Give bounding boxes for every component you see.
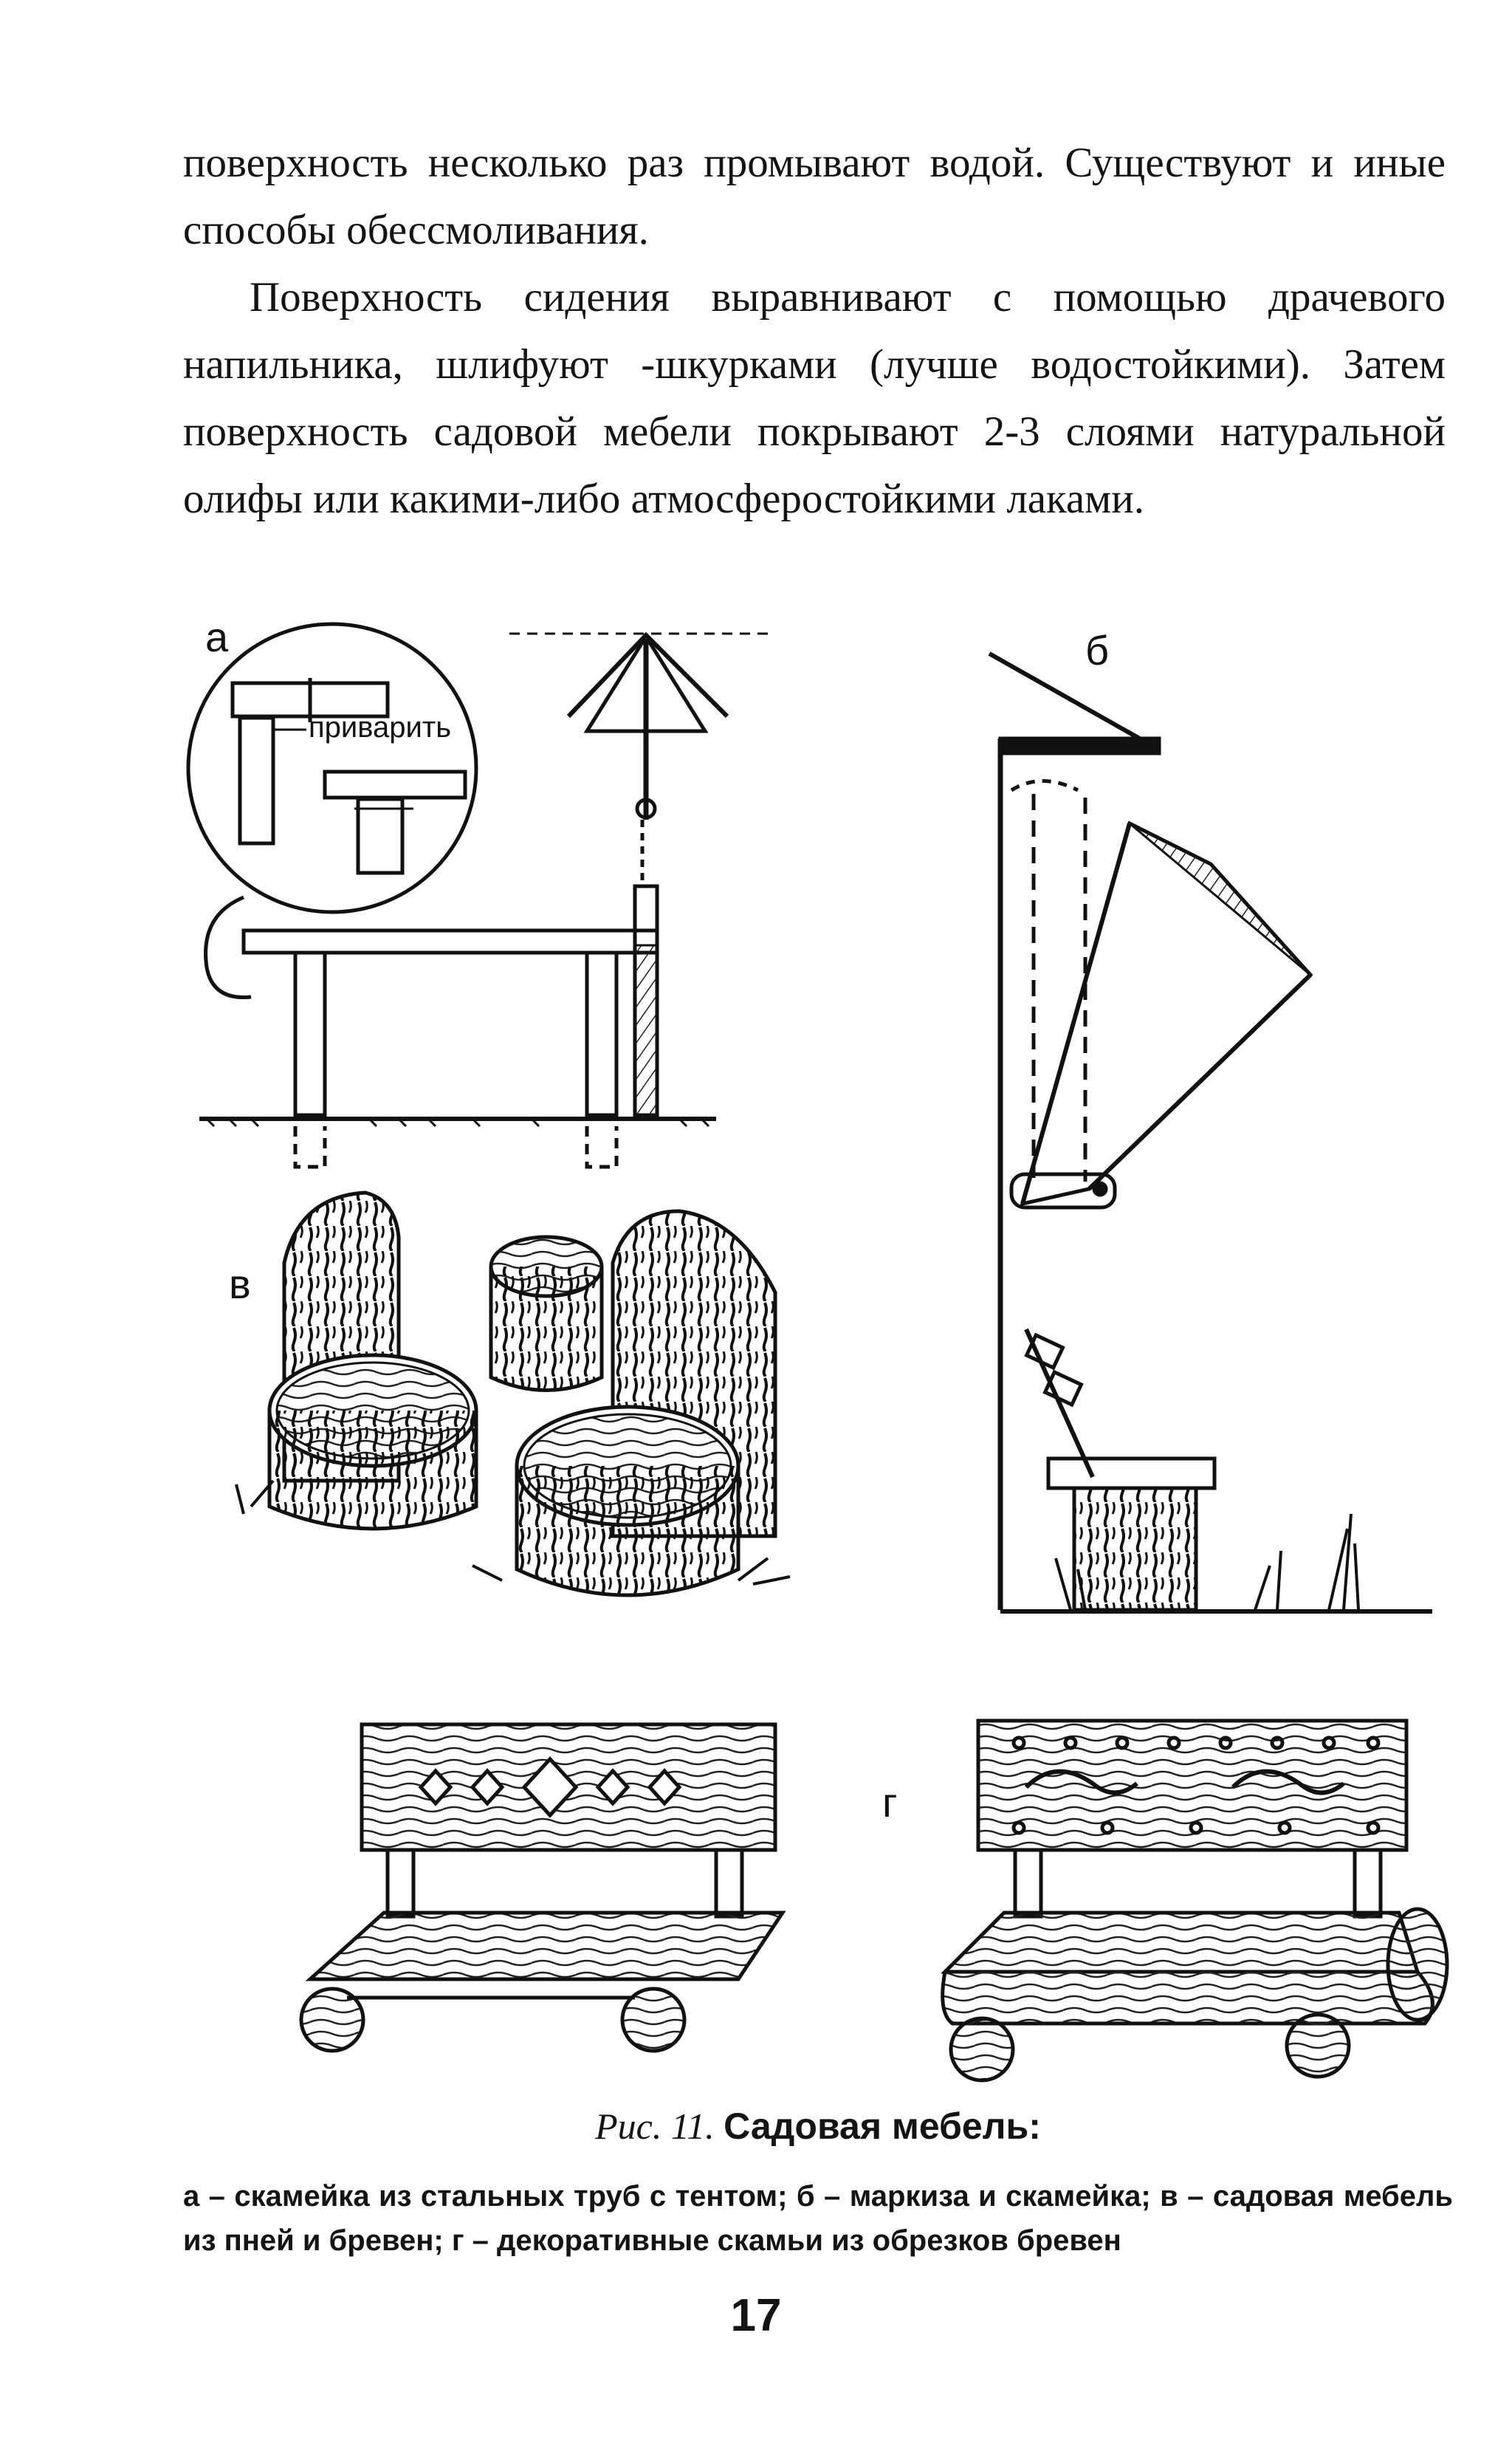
caption-title: Рис. 11. Садовая мебель:: [183, 2105, 1453, 2148]
label-a: а: [205, 614, 229, 660]
detail-circle: [186, 622, 478, 914]
label-v: в: [229, 1261, 251, 1307]
figure-a-steel-bench: а приварить: [186, 614, 768, 1169]
tent-frame: [566, 631, 729, 719]
figure-v-stump-furniture: в: [229, 1190, 791, 1597]
awning-bench-seat: [1046, 1456, 1217, 1490]
paragraph-2: Поверхность сидения выравнивают с помощь…: [183, 274, 1446, 522]
page-number: 17: [730, 2290, 782, 2341]
left-bench-seat: [305, 1911, 786, 1981]
bench-seat: [241, 928, 659, 955]
body-text: поверхность несколько раз промывают водо…: [183, 129, 1446, 532]
right-bench-log-seat: [940, 1911, 1420, 1974]
caption-heading: Садовая мебель:: [724, 2105, 1041, 2147]
paragraph-1: поверхность несколько раз промывают водо…: [183, 140, 1446, 253]
label-g: г: [882, 1779, 897, 1826]
figure-caption: Рис. 11. Садовая мебель: а – скамейка из…: [183, 2105, 1453, 2263]
caption-prefix: Рис. 11.: [595, 2105, 715, 2147]
weld-note: приварить: [309, 711, 451, 744]
figure-b-awning-bench: б: [988, 627, 1432, 1614]
figure-garden-furniture: а приварить б: [186, 614, 1449, 2083]
grass: [1054, 1513, 1360, 1611]
figure-g-decorative-benches: г: [299, 1718, 1449, 2083]
label-b: б: [1085, 627, 1109, 674]
caption-body: а – скамейка из стальных труб с тентом; …: [183, 2180, 1453, 2257]
